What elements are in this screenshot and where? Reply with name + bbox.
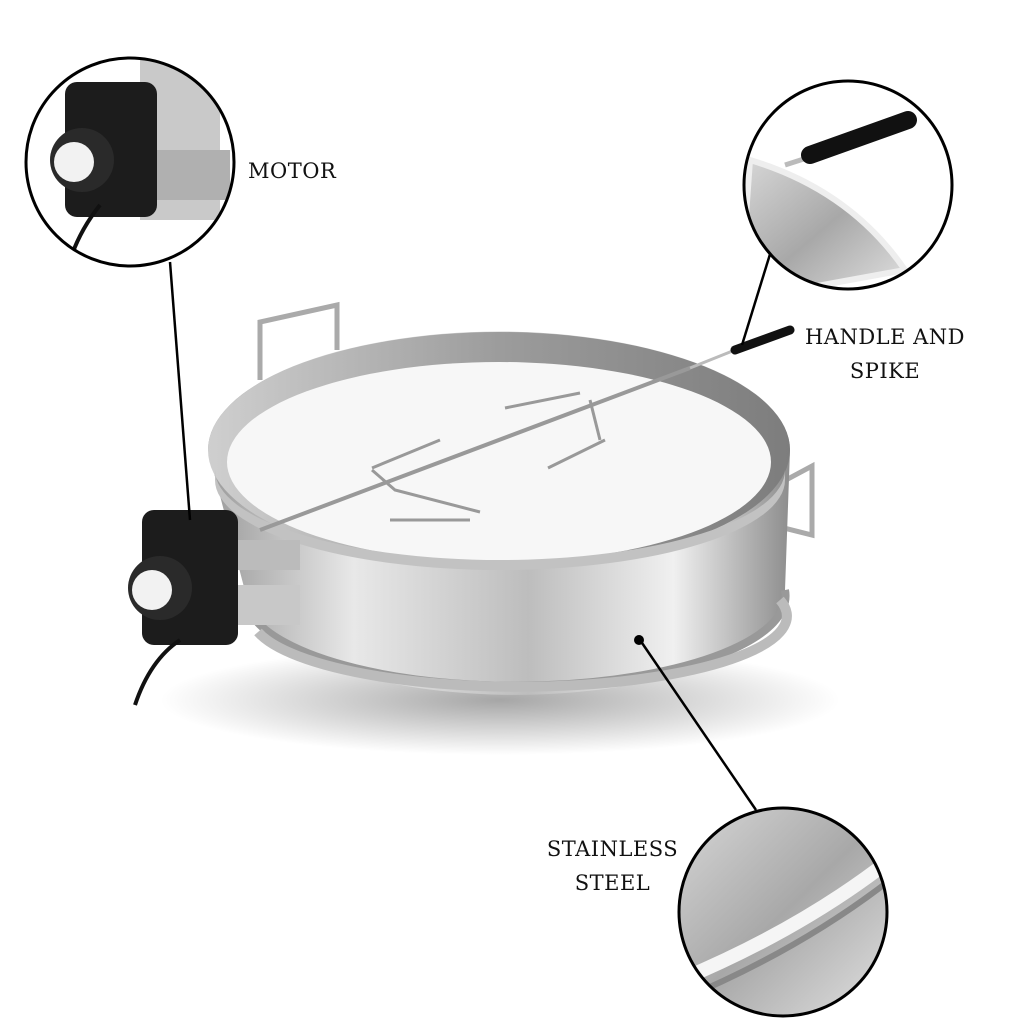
stainless-ring <box>208 331 792 695</box>
steel-label-line2: STEEL <box>574 871 651 895</box>
handle-callout-line <box>740 237 777 346</box>
motor-label: MOTOR <box>248 159 337 183</box>
spike-handle <box>730 325 795 355</box>
motor-zoom-circle <box>24 56 236 268</box>
motor-unit <box>128 510 300 706</box>
spit-rod <box>259 366 691 532</box>
steel-label-line1: STAINLESS <box>546 837 679 861</box>
handle-label-line1: HANDLE AND <box>804 325 966 349</box>
left-handle <box>257 301 340 380</box>
fork-right <box>504 391 606 470</box>
motor-callout-line <box>168 261 192 521</box>
steel-zoom-circle <box>677 806 889 1018</box>
steel-callout-line <box>638 639 758 811</box>
handle-label-line2: SPIKE <box>849 359 921 383</box>
handle-spike-label: HANDLE AND SPIKE <box>800 320 970 388</box>
stainless-steel-label: STAINLESS STEEL <box>540 832 685 900</box>
fork-left <box>371 438 481 522</box>
handle-zoom-circle <box>742 79 954 291</box>
